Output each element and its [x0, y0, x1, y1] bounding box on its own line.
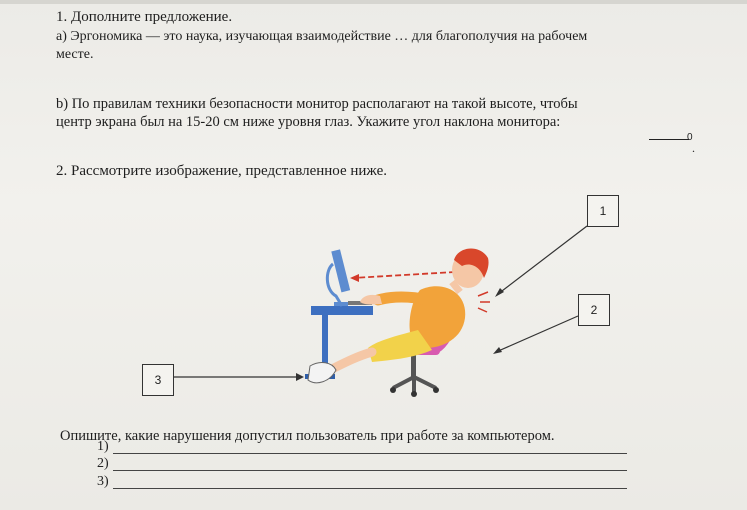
- question-3-prompt: Опишите, какие нарушения допустил пользо…: [60, 428, 555, 444]
- monitor-base: [334, 302, 348, 306]
- label-box-1: 1: [587, 195, 619, 227]
- gaze-arrow: [350, 274, 359, 282]
- question-1a-line-1: а) Эргономика — это наука, изучающая вза…: [56, 29, 588, 44]
- label-box-3: 3: [142, 364, 174, 396]
- answer-line-2[interactable]: 2): [97, 456, 627, 472]
- person-hair: [454, 248, 489, 278]
- back-strain-mark: [477, 291, 490, 313]
- person-shoe: [307, 362, 337, 384]
- answer-number-2: 2): [97, 456, 109, 471]
- answer-line-3[interactable]: 3): [97, 474, 627, 490]
- answer-number-3: 3): [97, 474, 109, 489]
- pointer-line-2: [495, 315, 579, 353]
- degree-mark: 0: [687, 132, 693, 143]
- person-neck: [449, 279, 463, 295]
- question-1b-line-2: центр экрана был на 15-20 см ниже уровня…: [56, 114, 561, 130]
- pointer-arrow-1: [495, 288, 504, 297]
- answer-underline-1: [113, 453, 627, 454]
- chair-base: [392, 374, 437, 392]
- pointer-line-1: [497, 225, 588, 295]
- person-shorts: [368, 330, 432, 362]
- question-1b-line-1: b) По правилам техники безопасности мони…: [56, 96, 578, 112]
- angle-answer-blank[interactable]: [649, 139, 689, 140]
- monitor-screen: [331, 249, 351, 293]
- person-leg: [329, 347, 377, 373]
- answer-number-1: 1): [97, 439, 109, 454]
- ergonomics-illustration: [173, 225, 588, 397]
- person-arm: [372, 291, 434, 306]
- sentence-end-dot: .: [692, 141, 695, 155]
- answer-underline-3: [113, 488, 627, 489]
- chair-post: [411, 355, 416, 377]
- question-1-title: 1. Дополните предложение.: [56, 9, 233, 25]
- person-hand: [360, 294, 382, 305]
- label-box-2: 2: [578, 294, 610, 326]
- question-1a-line-2: месте.: [56, 47, 94, 62]
- desk-leg: [322, 315, 328, 377]
- answer-line-1[interactable]: 1): [97, 439, 627, 455]
- gaze-line: [352, 271, 456, 279]
- question-2-title: 2. Рассмотрите изображение, представленн…: [56, 163, 388, 179]
- keyboard: [348, 301, 372, 305]
- answer-underline-2: [113, 470, 627, 471]
- pointer-arrow-2: [493, 347, 502, 354]
- monitor-stand: [325, 262, 344, 307]
- desk-top: [311, 306, 373, 315]
- page-edge: [0, 0, 747, 4]
- pointer-arrow-3: [296, 373, 304, 381]
